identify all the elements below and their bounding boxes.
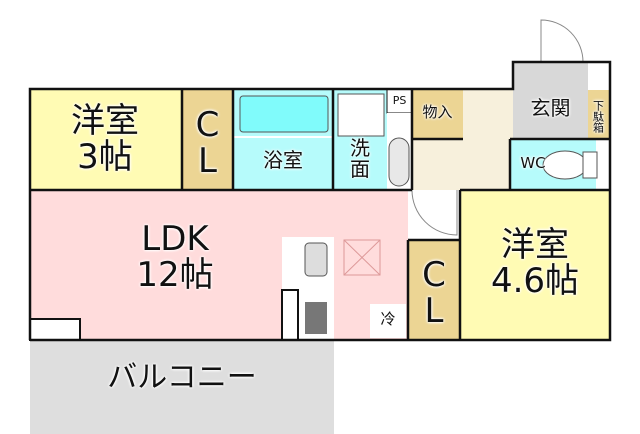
western-room-small-label: 洋室 3帖 (40, 101, 170, 177)
pipe-space-label: PS (392, 94, 407, 107)
bathroom-label: 浴室 (263, 148, 303, 172)
entrance-label: 玄関 (530, 96, 571, 120)
room-size: 12帖 (136, 254, 214, 295)
balcony-area (30, 340, 334, 434)
closet-l: L (198, 140, 217, 181)
washroom-char-2: 面 (350, 157, 370, 181)
washroom-char-1: 洗 (350, 136, 370, 160)
closet-c: C (422, 255, 446, 295)
storage-label: 物入 (422, 103, 453, 121)
room-name: LDK (141, 219, 209, 259)
room-size: 4.6帖 (490, 260, 580, 301)
closet-left-label: C L (182, 105, 233, 181)
washroom-label: 洗 面 (340, 138, 380, 180)
closet-l: L (424, 290, 444, 331)
room-name: 洋室 (71, 101, 139, 141)
ldk-area (30, 190, 408, 340)
toilet-label: WC (520, 154, 546, 172)
closet-right-label: C L (408, 255, 460, 331)
fridge-label: 冷 (380, 310, 396, 328)
balcony-label: バルコニー (107, 360, 257, 395)
closet-c: C (195, 105, 220, 145)
ldk-label: LDK 12帖 (110, 219, 240, 295)
room-size: 3帖 (77, 136, 133, 177)
western-room-large-label: 洋室 4.6帖 (470, 225, 600, 301)
room-name: 洋室 (501, 225, 569, 265)
shoe-box-label: 下駄箱 (591, 100, 605, 133)
